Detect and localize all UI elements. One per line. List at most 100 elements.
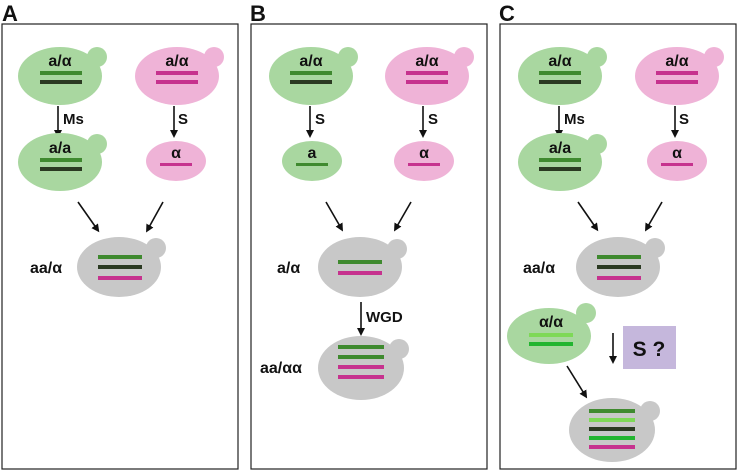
chromosome-bar <box>656 71 698 75</box>
chromosome-bar <box>98 276 142 280</box>
cell-body <box>518 47 602 105</box>
chromosome-bar <box>539 80 581 84</box>
cell-body <box>18 47 102 105</box>
panel-b-frame <box>250 23 488 470</box>
cell-label: a/α <box>665 53 688 70</box>
cell-a-alpha-pink: a/α <box>385 47 474 105</box>
arrow-label-s-right: S <box>428 111 438 128</box>
chromosome-bar <box>539 158 581 162</box>
chromosome-bar <box>406 80 448 84</box>
arrow-label-ms: Ms <box>63 111 84 128</box>
chromosome-bar <box>338 355 384 359</box>
chromosome-bar <box>597 255 641 259</box>
cell-a-alpha-pink: a/α <box>635 47 724 105</box>
chromosome-bar <box>156 80 198 84</box>
panel-a-frame <box>1 23 239 470</box>
cell-label: a/a <box>49 140 71 157</box>
final-label: aa/αα <box>260 360 302 377</box>
chromosome-bar <box>338 375 384 379</box>
cell-a-alpha-green: a/α <box>18 47 107 105</box>
arrow-merge-right <box>394 201 412 232</box>
question-label: S ? <box>633 338 666 361</box>
cell-a-alpha-green: a/α <box>269 47 358 105</box>
chromosome-bar <box>290 80 332 84</box>
panel-c: C a/α a/α Ms S a/a <box>499 1 737 470</box>
cell-body <box>269 47 353 105</box>
chromosome-bar <box>589 436 635 440</box>
chromosome-bar <box>40 167 82 171</box>
cell-label: a <box>308 145 317 162</box>
cell-hybrid-gray <box>576 237 665 297</box>
hybrid-label: aa/α <box>30 260 62 277</box>
cell-alpha-alpha-green: α/α <box>507 303 596 364</box>
chromosome-bar <box>589 418 635 422</box>
cell-a-green: a <box>282 141 342 181</box>
chromosome-bar <box>338 271 382 275</box>
cell-a-alpha-pink: a/α <box>135 47 224 105</box>
arrow-merge-right <box>146 201 164 233</box>
cell-label: α <box>672 145 682 162</box>
arrow-label-ms: Ms <box>564 111 585 128</box>
chromosome-bar <box>597 276 641 280</box>
cell-body <box>318 237 402 297</box>
chromosome-bar <box>160 163 192 166</box>
cell-alpha-pink: α <box>647 141 707 181</box>
chromosome-bar <box>597 265 641 269</box>
arrow-label-s: S <box>178 111 188 128</box>
cell-a-alpha-green: a/α <box>518 47 607 105</box>
arrow-merge-third <box>566 365 588 399</box>
chromosome-bar <box>296 163 328 166</box>
chromosome-bar <box>98 265 142 269</box>
cell-body <box>647 141 707 181</box>
cell-label: α/α <box>539 314 563 331</box>
cell-a-a-green: a/a <box>18 133 107 191</box>
cell-body <box>635 47 719 105</box>
panel-c-frame <box>499 23 737 470</box>
chromosome-bar <box>529 342 573 346</box>
chromosome-bar <box>589 409 635 413</box>
chromosome-bar <box>40 71 82 75</box>
chromosome-bar <box>661 163 693 166</box>
cell-label: a/a <box>549 140 571 157</box>
cell-alpha-pink: α <box>146 141 206 181</box>
chromosome-bar <box>589 445 635 449</box>
cell-duplicated-gray <box>318 336 409 400</box>
cell-label: α <box>171 145 181 162</box>
cell-hybrid-gray <box>77 237 166 297</box>
panel-letter-b: B <box>250 1 266 26</box>
cell-body <box>394 141 454 181</box>
cell-body <box>146 141 206 181</box>
panel-b: B a/α a/α S S a <box>250 1 488 470</box>
cell-label: a/α <box>299 53 322 70</box>
chromosome-bar <box>408 163 440 166</box>
cell-body <box>385 47 469 105</box>
cell-label: a/α <box>165 53 188 70</box>
chromosome-bar <box>338 260 382 264</box>
arrow-label-s-left: S <box>315 111 325 128</box>
arrow-merge-left <box>325 201 343 232</box>
cell-label: a/α <box>415 53 438 70</box>
cell-a-a-green: a/a <box>518 133 607 191</box>
chromosome-bar <box>589 427 635 431</box>
arrow-merge-left <box>77 201 100 233</box>
hybrid-label: a/α <box>277 260 300 277</box>
chromosome-bar <box>338 345 384 349</box>
chromosome-bar <box>529 333 573 337</box>
chromosome-bar <box>406 71 448 75</box>
cell-body <box>135 47 219 105</box>
panel-letter-a: A <box>2 1 18 26</box>
cell-hybrid-gray <box>318 237 407 297</box>
cell-final-gray <box>569 398 660 462</box>
panel-letter-c: C <box>499 1 515 26</box>
cell-label: α <box>419 145 429 162</box>
hybrid-label: aa/α <box>523 260 555 277</box>
chromosome-bar <box>40 158 82 162</box>
chromosome-bar <box>338 365 384 369</box>
chromosome-bar <box>40 80 82 84</box>
question-box <box>623 326 676 369</box>
cell-label: a/α <box>548 53 571 70</box>
chromosome-bar <box>656 80 698 84</box>
arrow-label-s: S <box>679 111 689 128</box>
chromosome-bar <box>98 255 142 259</box>
